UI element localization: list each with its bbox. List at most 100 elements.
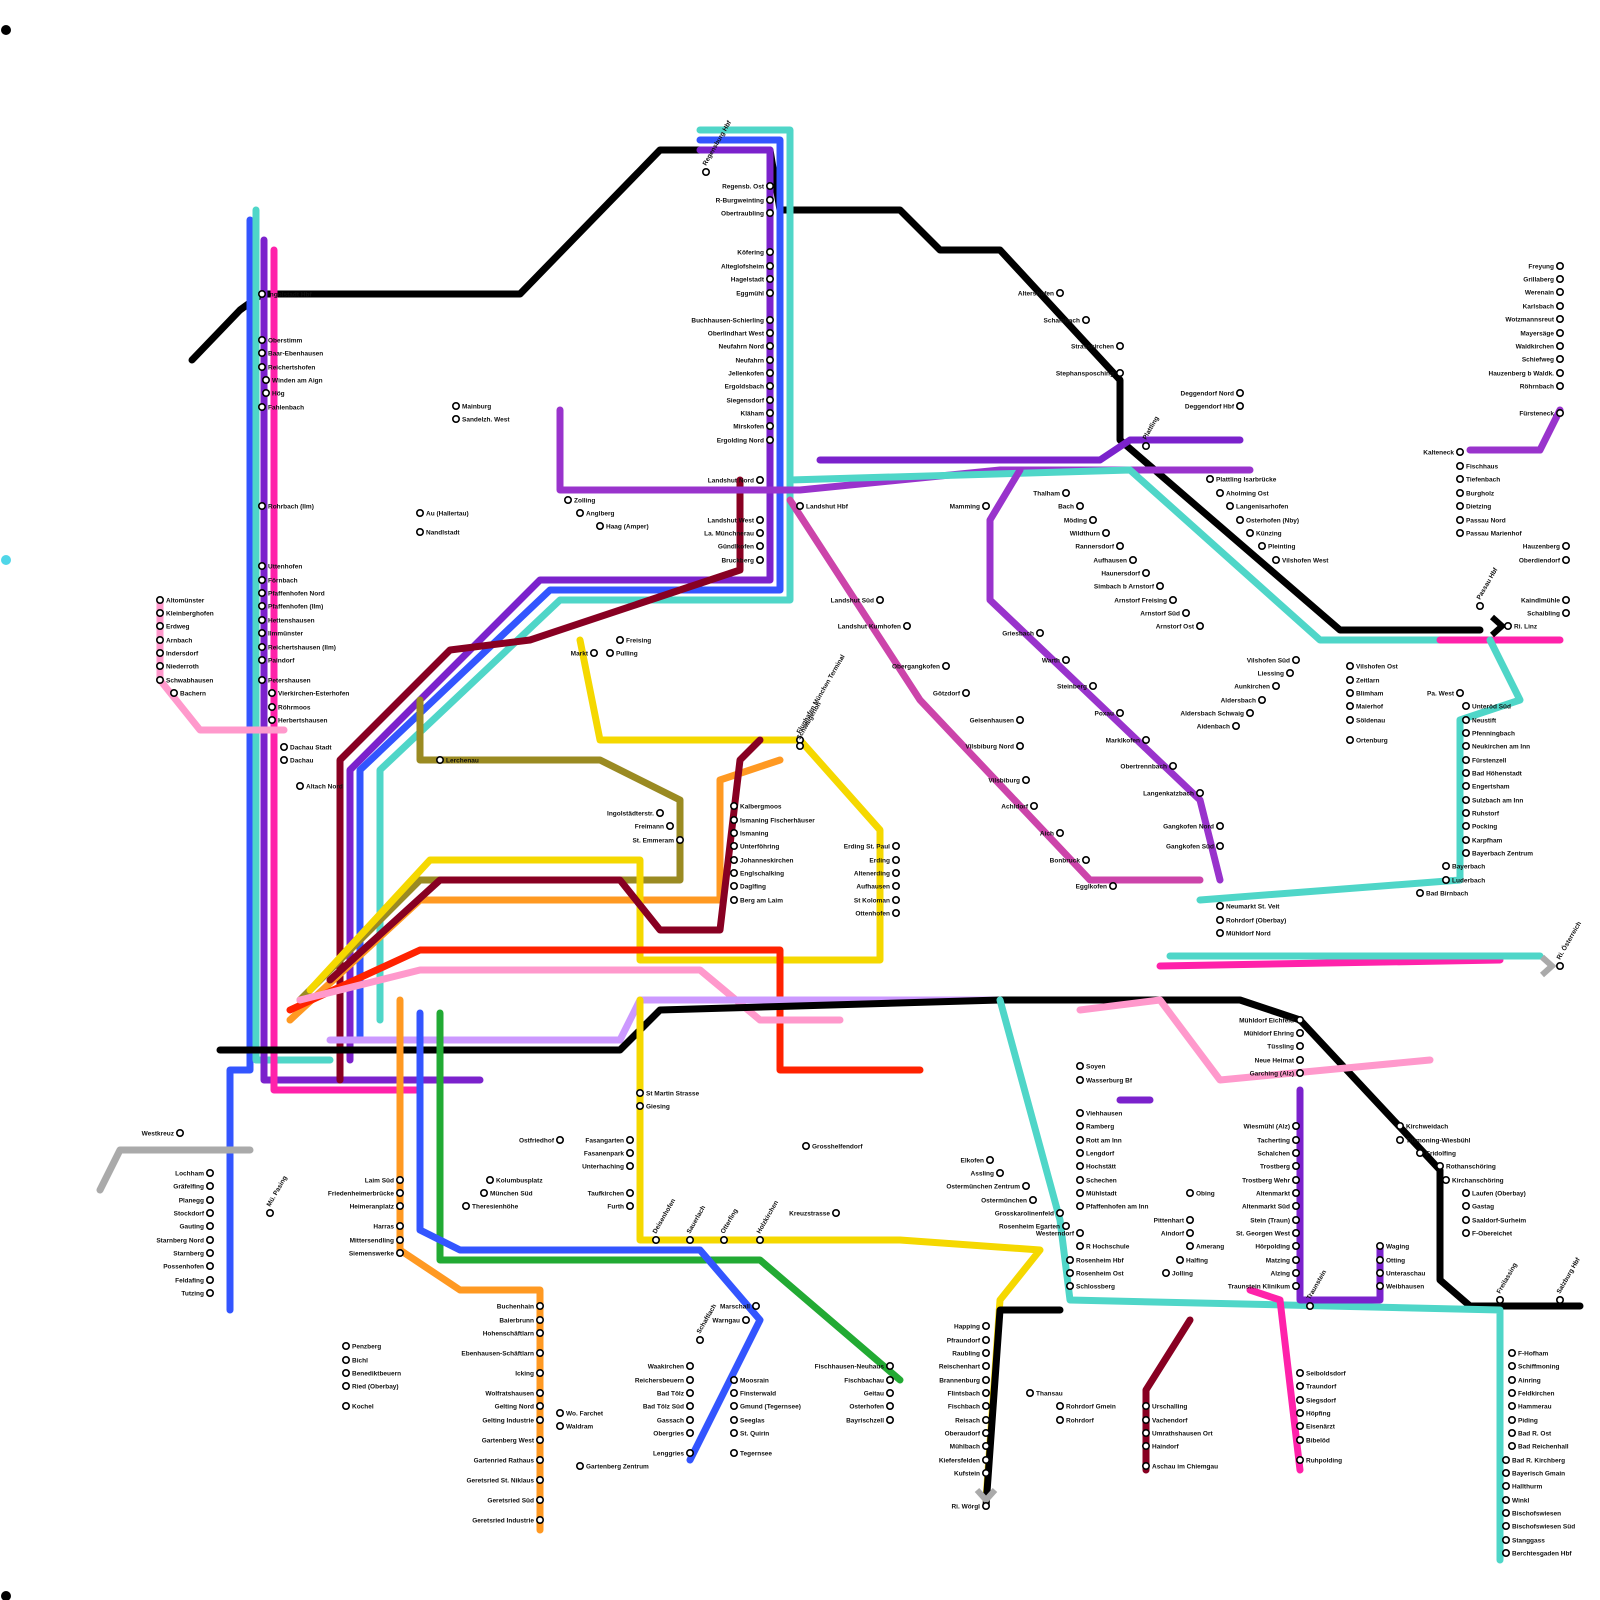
station-baar[interactable]	[259, 350, 265, 356]
station-luderbach[interactable]	[1443, 877, 1449, 883]
station-flintsbach[interactable]	[983, 1390, 989, 1396]
station-hohenschaeftlarn[interactable]	[537, 1330, 543, 1336]
station-unteraschau[interactable]	[1377, 1270, 1383, 1276]
station-grosskarolinenfeld[interactable]	[1057, 1210, 1063, 1216]
station-englschalking[interactable]	[731, 870, 737, 876]
station-erding-st-paul[interactable]	[893, 843, 899, 849]
station-guendlkofen[interactable]	[757, 543, 763, 549]
station-arnstorf-freising[interactable]	[1170, 597, 1176, 603]
station-fuersteneck[interactable]	[1557, 410, 1563, 416]
station-muehldorf-nord[interactable]	[1217, 930, 1223, 936]
station-aholming[interactable]	[1217, 490, 1223, 496]
station-icking[interactable]	[537, 1370, 543, 1376]
station-berchtesgaden[interactable]	[1503, 1550, 1509, 1556]
station-wo-farchet[interactable]	[557, 1410, 563, 1416]
station-laim-sued[interactable]	[397, 1177, 403, 1183]
station-unteroed[interactable]	[1463, 703, 1469, 709]
station-schwabhausen[interactable]	[157, 677, 163, 683]
station-markt[interactable]	[591, 650, 597, 656]
station-gmund[interactable]	[731, 1403, 737, 1409]
station-aldersbach-schwaig[interactable]	[1247, 710, 1253, 716]
station-sulzbach[interactable]	[1463, 797, 1469, 803]
station-regensburg[interactable]	[703, 169, 709, 175]
station-vilsbiburg[interactable]	[1023, 777, 1029, 783]
station-wiesmuehl[interactable]	[1293, 1123, 1299, 1129]
station-grosshelfendorf[interactable]	[803, 1143, 809, 1149]
station-piding[interactable]	[1509, 1417, 1515, 1423]
station-erdweg[interactable]	[157, 623, 163, 629]
station-kleinberghofen[interactable]	[157, 610, 163, 616]
station-burgholz[interactable]	[1457, 490, 1463, 496]
station-egglkofen[interactable]	[1110, 883, 1116, 889]
station-nandlstadt[interactable]	[417, 529, 423, 535]
station-anglberg[interactable]	[577, 510, 583, 516]
station-goetzdorf[interactable]	[963, 690, 969, 696]
station-ostermuenchen[interactable]	[1030, 1197, 1036, 1203]
station-assling[interactable]	[997, 1170, 1003, 1176]
station-possenhofen[interactable]	[207, 1263, 213, 1269]
station-schaibling[interactable]	[1563, 610, 1569, 616]
station-gartenberg-west[interactable]	[537, 1437, 543, 1443]
station-ri-linz[interactable]	[1505, 623, 1511, 629]
station-wildthurn[interactable]	[1103, 530, 1109, 536]
station-kirchweidach[interactable]	[1397, 1123, 1403, 1129]
station-alteglofsheim[interactable]	[767, 263, 773, 269]
station-seeglas[interactable]	[731, 1417, 737, 1423]
station-winden[interactable]	[263, 377, 269, 383]
station-brannenburg[interactable]	[983, 1377, 989, 1383]
station-schwaigerloh[interactable]	[797, 743, 803, 749]
station-landshut-sued[interactable]	[877, 597, 883, 603]
station-plattling[interactable]	[1143, 443, 1149, 449]
station-st-quirin[interactable]	[731, 1430, 737, 1436]
station-hallthurm[interactable]	[1503, 1483, 1509, 1489]
station-stephansposching[interactable]	[1117, 370, 1123, 376]
station-la-muenchnerau[interactable]	[757, 530, 763, 536]
station-tutzing[interactable]	[207, 1290, 213, 1296]
station-foernbach[interactable]	[259, 577, 265, 583]
station-deisenhofen[interactable]	[653, 1237, 659, 1243]
station-schalchen[interactable]	[1293, 1150, 1299, 1156]
station-gartenberg-zentrum[interactable]	[577, 1463, 583, 1469]
station-roehrmoos[interactable]	[269, 704, 275, 710]
station-feldkirchen[interactable]	[1509, 1390, 1515, 1396]
station-landshut[interactable]	[797, 503, 803, 509]
station-werenain[interactable]	[1557, 289, 1563, 295]
station-regensb-ost[interactable]	[767, 183, 773, 189]
station-bayrischzell[interactable]	[887, 1417, 893, 1423]
station-bayerbach[interactable]	[1443, 863, 1449, 869]
station-rosenheim-egarten[interactable]	[1063, 1223, 1069, 1229]
station-reichersbeuern[interactable]	[687, 1377, 693, 1383]
station-kreuzstrasse[interactable]	[833, 1210, 839, 1216]
station-furth[interactable]	[627, 1203, 633, 1209]
station-muehldorf-ehring[interactable]	[1297, 1030, 1303, 1036]
station-laufen[interactable]	[1463, 1190, 1469, 1196]
station-halfing[interactable]	[1177, 1257, 1183, 1263]
station-klaeham[interactable]	[767, 410, 773, 416]
station-simbach[interactable]	[1157, 583, 1163, 589]
station-st-koloman[interactable]	[893, 897, 899, 903]
station-johanneskirchen[interactable]	[731, 857, 737, 863]
station-bayerisch-gmain[interactable]	[1503, 1470, 1509, 1476]
station-ainring[interactable]	[1509, 1377, 1515, 1383]
station-bischofswiesen[interactable]	[1503, 1510, 1509, 1516]
station-ramberg[interactable]	[1077, 1123, 1083, 1129]
station-indersdorf[interactable]	[157, 650, 163, 656]
station-kalteneck[interactable]	[1457, 449, 1463, 455]
station-fischbachau[interactable]	[887, 1377, 893, 1383]
station-roehrnbach[interactable]	[1557, 383, 1563, 389]
station-zeitlarn[interactable]	[1347, 677, 1353, 683]
station-neustift[interactable]	[1463, 717, 1469, 723]
station-kiefersfelden[interactable]	[983, 1457, 989, 1463]
station-warth[interactable]	[1063, 657, 1069, 663]
station-bruckberg[interactable]	[757, 557, 763, 563]
station-moosrain[interactable]	[731, 1377, 737, 1383]
station-obertrennbach[interactable]	[1170, 763, 1176, 769]
station-trostberg-wehr[interactable]	[1293, 1177, 1299, 1183]
station-fridolfing[interactable]	[1417, 1150, 1423, 1156]
station-oberlindhart[interactable]	[767, 330, 773, 336]
station-freising[interactable]	[617, 637, 623, 643]
station-haag-amper[interactable]	[597, 523, 603, 529]
station-marklkofen[interactable]	[1143, 737, 1149, 743]
station-pfenningbach[interactable]	[1463, 730, 1469, 736]
station-happing[interactable]	[983, 1323, 989, 1329]
